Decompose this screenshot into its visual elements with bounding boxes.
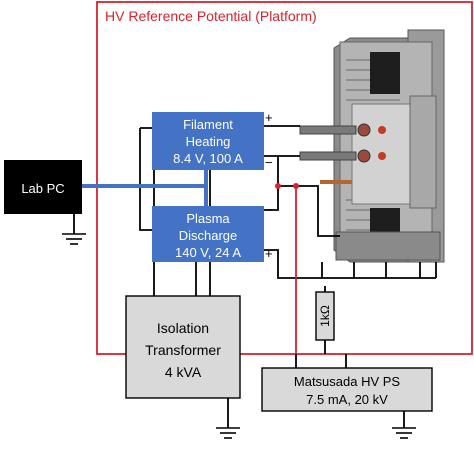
plasma-plus: + (265, 246, 273, 261)
hv-ps-line1: Matsusada HV PS (294, 374, 401, 389)
filament-plus: + (265, 110, 273, 125)
lab-pc-label: Lab PC (21, 181, 64, 196)
platform-border (96, 1, 473, 355)
plasma-supply-box (152, 206, 264, 262)
plasma-line3: 140 V, 24 A (175, 245, 241, 260)
hv-ps-line2: 7.5 mA, 20 kV (306, 392, 388, 407)
filament-line3: 8.4 V, 100 A (173, 151, 243, 166)
resistor-label: 1kΩ (318, 305, 332, 327)
ion-source-illustration (299, 29, 445, 263)
isolation-transformer-box (125, 295, 241, 399)
filament-line1: Filament (183, 117, 233, 132)
resistor-1k (315, 291, 335, 341)
isolation-line3: 4 kVA (165, 364, 202, 380)
hv-ps-box (261, 367, 433, 412)
isolation-line2: Transformer (145, 342, 221, 358)
plasma-line1: Plasma (186, 211, 230, 226)
filament-line2: Heating (186, 134, 231, 149)
ground-icon (216, 427, 240, 439)
isolation-line1: Isolation (157, 320, 209, 336)
plasma-minus: − (265, 202, 273, 217)
junction-dot (275, 183, 281, 189)
ground-icon (392, 427, 416, 439)
ground-icon (62, 233, 86, 245)
platform-label: HV Reference Potential (Platform) (105, 8, 317, 24)
filament-supply-box (152, 112, 264, 170)
filament-minus: − (265, 155, 273, 170)
lab-pc-box (4, 160, 82, 214)
plasma-line2: Discharge (179, 228, 238, 243)
